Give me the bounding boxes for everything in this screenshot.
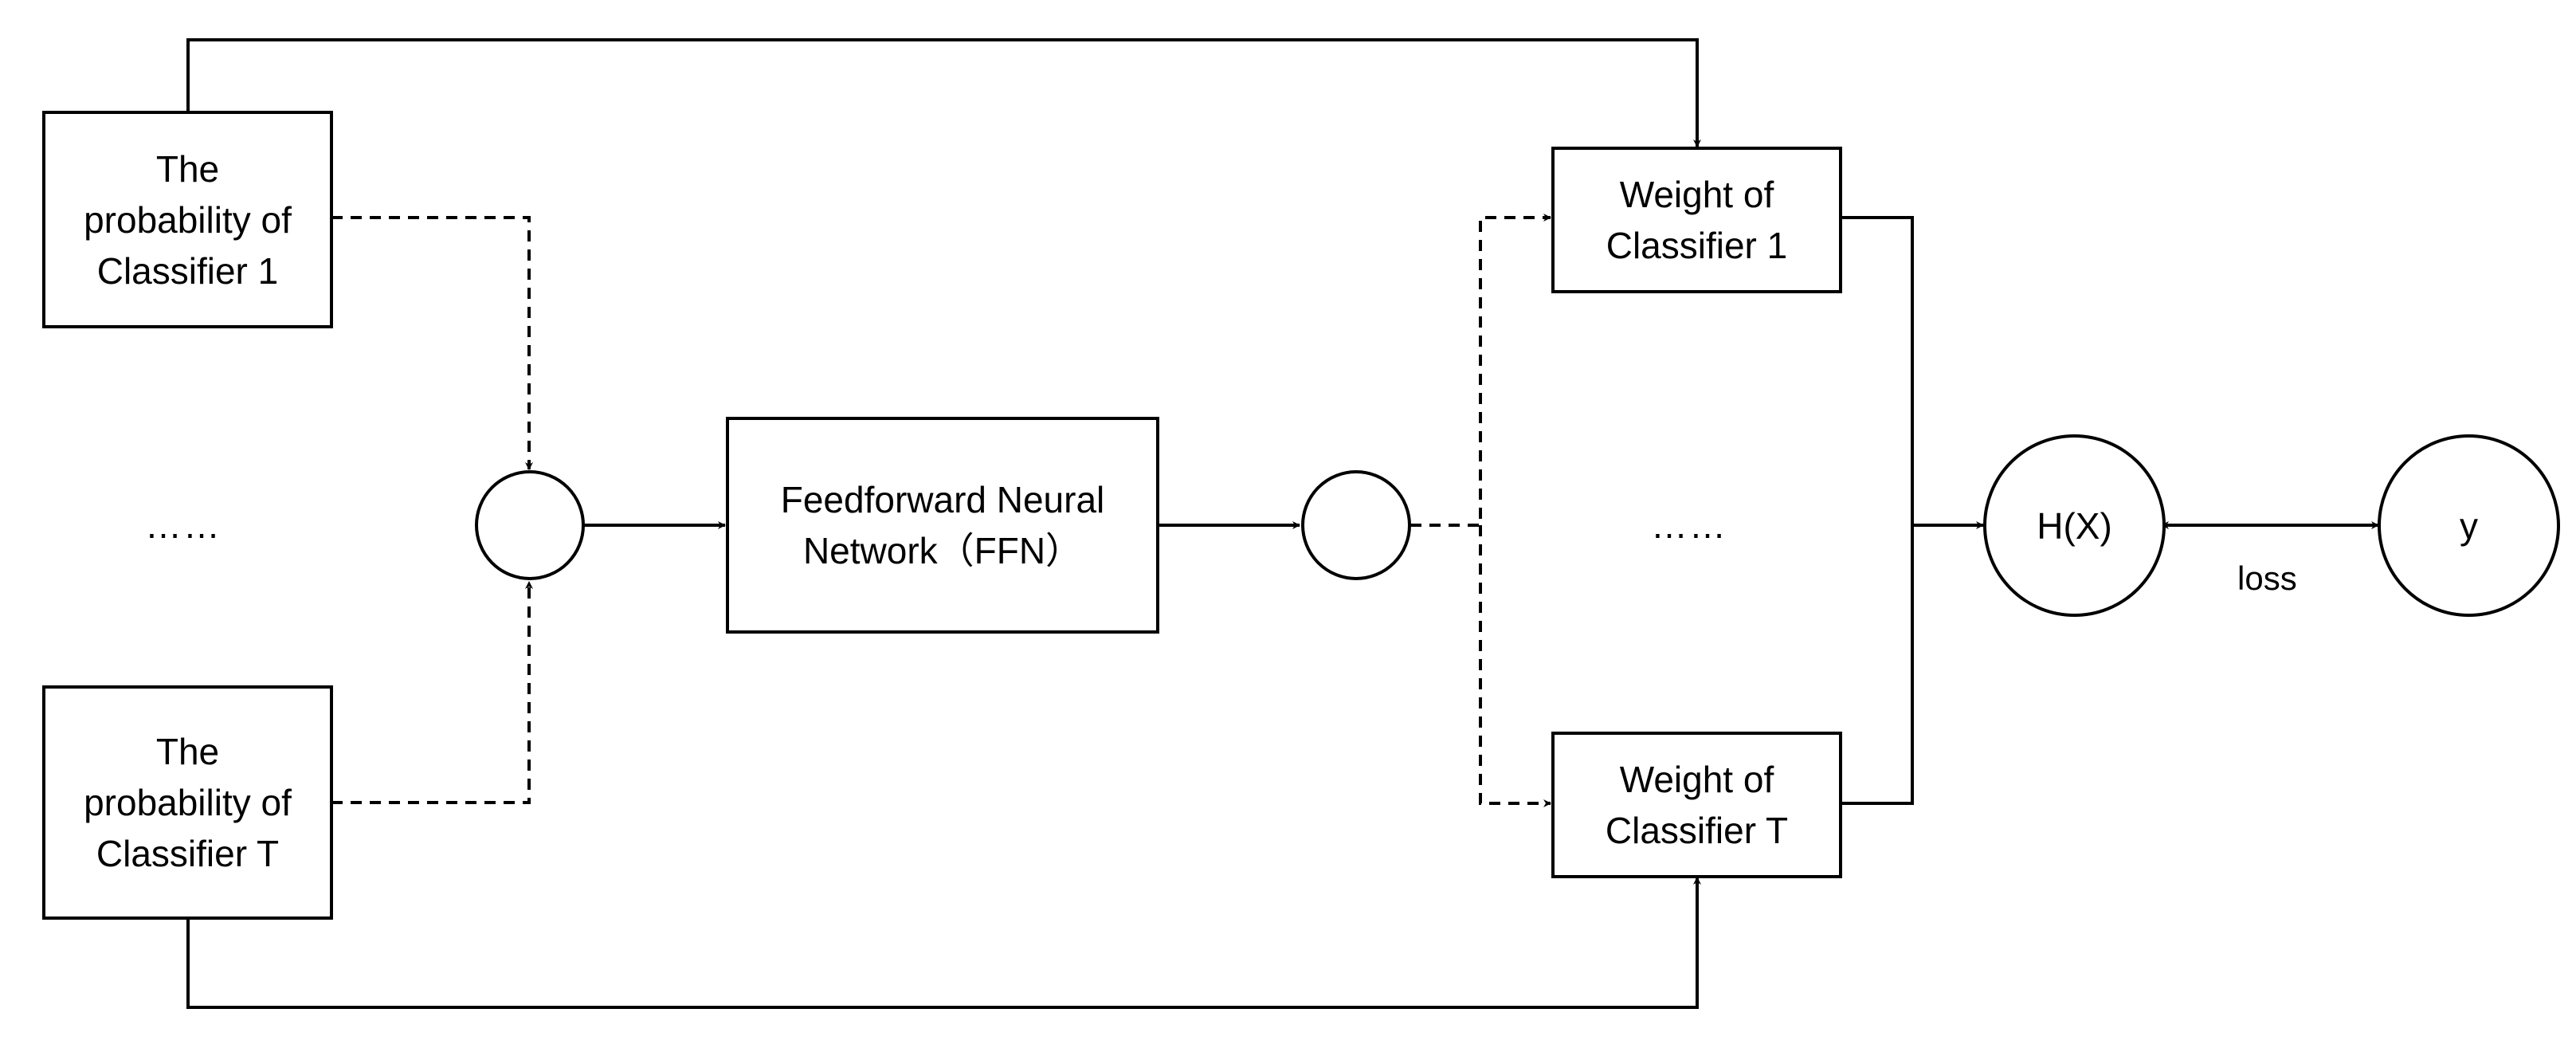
ffn-box: Feedforward Neural Network（FFN） [726,417,1159,634]
loss-label: loss [2236,559,2299,598]
splitter-node [1301,470,1411,580]
prob-classifier-T-label: The probability of Classifier T [84,731,292,874]
weight-classifier-T-label: Weight of Classifier T [1605,759,1789,851]
edge-probT-to-weightT [186,877,1701,1009]
edge-prob1-to-combiner [331,216,533,470]
prob-classifier-1-label: The probability of Classifier 1 [84,147,292,292]
prob-classifier-1-box: The probability of Classifier 1 [42,111,333,328]
combiner-node [475,470,585,580]
weight-classifier-1-box: Weight of Classifier 1 [1551,147,1842,293]
weight-classifier-T-box: Weight of Classifier T [1551,732,1842,878]
weights-ellipsis: …… [1651,504,1727,546]
hx-label: H(X) [2037,504,2112,547]
y-node: y [2378,434,2560,617]
ffn-label: Feedforward Neural Network（FFN） [780,479,1105,571]
inputs-ellipsis: …… [145,504,222,546]
edge-weight1-to-hx [1841,216,1914,805]
prob-classifier-T-box: The probability of Classifier T [42,685,333,920]
edge-prob1-to-weight1 [186,38,1701,147]
weight-classifier-1-label: Weight of Classifier 1 [1606,174,1788,266]
edge-probT-to-combiner [331,581,533,804]
y-label: y [2460,504,2478,547]
hx-node: H(X) [1983,434,2166,617]
edge-splitter-to-weightT [1479,525,1551,807]
edge-splitter-to-weight1 [1410,214,1551,527]
